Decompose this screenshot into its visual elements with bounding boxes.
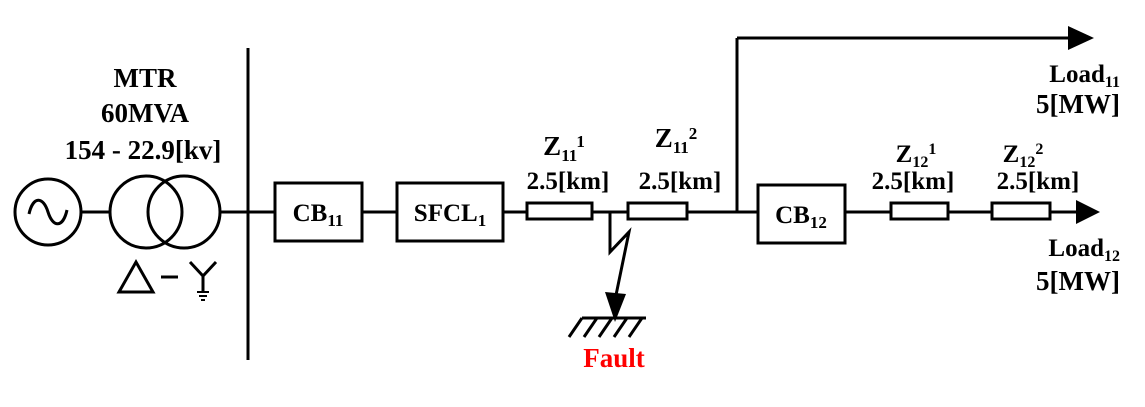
impedance-box-z11-1 <box>525 201 594 221</box>
impedance-box-z12-2 <box>990 201 1052 221</box>
load-12-arrow-icon <box>1076 200 1100 224</box>
breaker-12-label: CB12 <box>775 202 827 232</box>
fault-lightning-icon <box>605 212 632 322</box>
generator-source-icon <box>13 177 83 247</box>
load-11-arrow-icon <box>1068 26 1094 50</box>
impedance-length-z11-2: 2.5[km] <box>639 168 722 195</box>
transformer-rating: 60MVA <box>101 98 190 128</box>
impedance-label-z12-1: Z121 <box>896 141 937 171</box>
transformer-icon <box>108 174 222 250</box>
ground-symbol-icon <box>567 316 646 338</box>
sfcl-label: SFCL1 <box>414 200 486 230</box>
impedance-length-z11-1: 2.5[km] <box>527 168 610 195</box>
load-12-label: Load12 <box>1048 235 1120 265</box>
fault-label: Fault <box>583 343 645 373</box>
impedance-label-z11-2: Z112 <box>655 123 698 157</box>
breaker-12-box <box>756 183 847 245</box>
impedance-box-z11-2 <box>626 201 689 221</box>
transformer-name: MTR <box>114 63 177 93</box>
impedance-label-z12-2: Z122 <box>1003 141 1044 171</box>
transformer-voltage: 154 - 22.9[kv] <box>65 135 222 165</box>
load-11-power: 5[MW] <box>1036 89 1120 119</box>
impedance-box-z12-1 <box>889 201 950 221</box>
impedance-length-z12-2: 2.5[km] <box>997 168 1080 195</box>
impedance-length-z12-1: 2.5[km] <box>872 168 955 195</box>
delta-wye-grounded-icon <box>116 258 218 301</box>
sfcl-box <box>395 181 505 243</box>
breaker-11-box <box>273 181 364 243</box>
load-12-power: 5[MW] <box>1036 266 1120 296</box>
impedance-label-z11-1: Z111 <box>543 131 585 165</box>
load-11-label: Load11 <box>1049 61 1120 91</box>
breaker-11-label: CB11 <box>293 200 344 230</box>
